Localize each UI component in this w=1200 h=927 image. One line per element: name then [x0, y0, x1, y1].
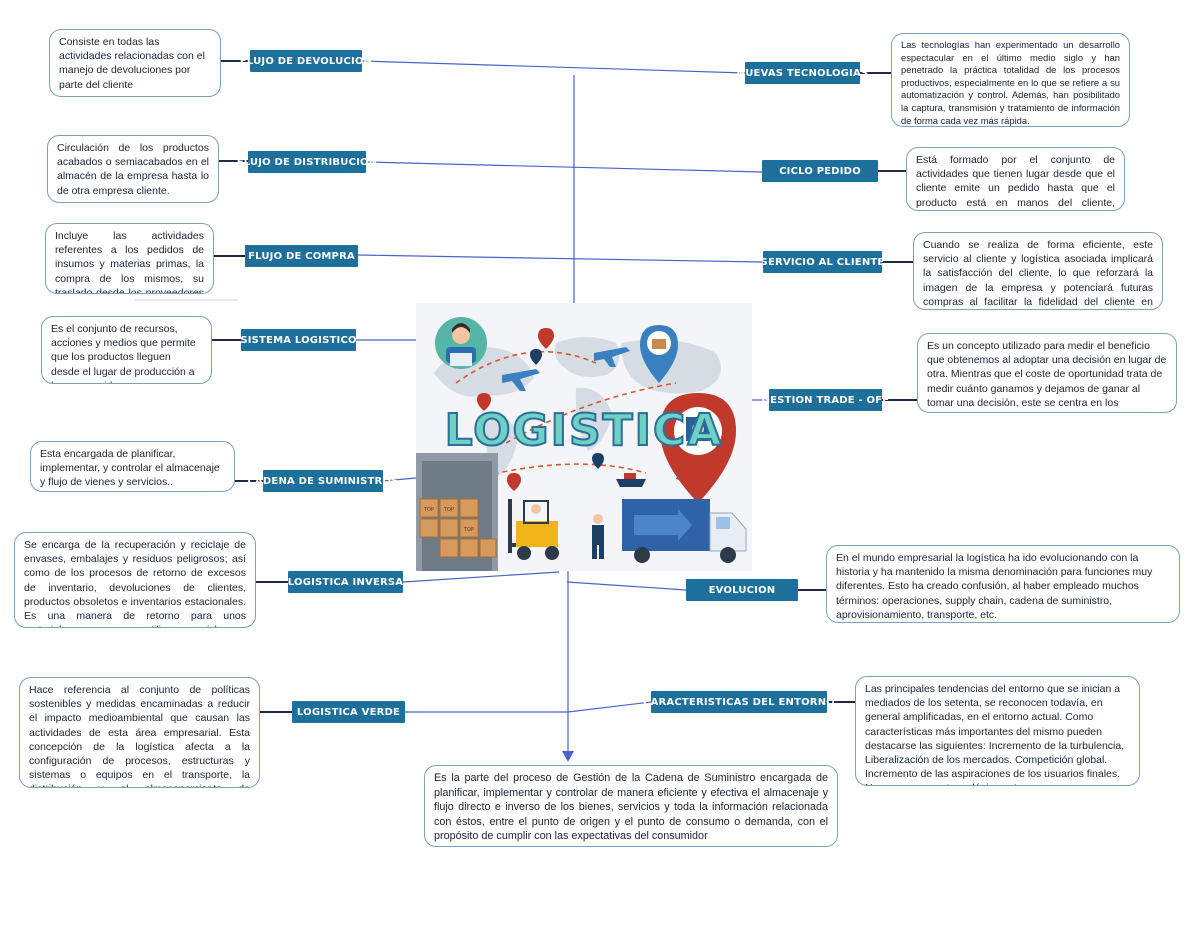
big-map-pin — [660, 393, 736, 503]
label-logistica-inversa: LOGISTICA INVERSA — [288, 571, 403, 593]
delivery-truck-graphic — [622, 499, 747, 563]
box-mark: TOP — [423, 507, 434, 513]
box-definicion-logistica: Es la parte del proceso de Gestión de la… — [424, 765, 838, 847]
box-caracteristicas-entorno: Las principales tendencias del entorno q… — [855, 676, 1140, 786]
box-flujo-devolucion: Consiste en todas las actividades relaci… — [49, 29, 221, 97]
box-sistema-logistico: Es el conjunto de recursos, acciones y m… — [41, 316, 212, 384]
label-sistema-logistico: SISTEMA LOGISTICO — [240, 329, 357, 351]
box-evolucion: En el mundo empresarial la logística ha … — [826, 545, 1180, 623]
box-logistica-inversa: Se encarga de la recuperación y reciclaj… — [14, 532, 256, 628]
logistica-hero-illustration: LOGISTICA TOP TOP TOP — [416, 303, 752, 571]
dark-pin-icons — [530, 349, 604, 469]
label-gestion-trade-off: GESTION TRADE - OFF — [762, 389, 889, 411]
delivery-pin-icon — [640, 325, 678, 383]
customer-service-icon — [435, 317, 487, 369]
box-logistica-verde: Hace referencia al conjunto de políticas… — [19, 677, 260, 788]
box-mark: TOP — [463, 527, 474, 533]
box-nuevas-tecnologias: Las tecnologías han experimentado un des… — [891, 33, 1130, 127]
box-servicio-cliente: Cuando se realiza de forma eficiente, es… — [913, 232, 1163, 310]
hero-title: LOGISTICA — [445, 405, 724, 456]
label-caracteristicas-entorno: CARACTERISTICAS DEL ENTORNO — [643, 691, 835, 713]
box-flujo-compra: Incluye las actividades referentes a los… — [45, 223, 214, 294]
label-evolucion: EVOLUCION — [686, 579, 798, 601]
label-flujo-distribucion: FLUJO DE DISTRIBUCION — [237, 151, 377, 173]
box-flujo-distribucion: Circulación de los productos acabados o … — [47, 135, 219, 203]
box-cadena-suministros: Esta encargada de planificar, implementa… — [30, 441, 235, 492]
label-flujo-devolucion: FLUJO DE DEVOLUCION — [240, 50, 372, 72]
label-logistica-verde: LOGISTICA VERDE — [292, 701, 405, 723]
box-mark: TOP — [443, 507, 454, 513]
warehouse-graphic: TOP TOP TOP — [416, 453, 498, 571]
worker-graphic — [592, 514, 604, 559]
location-pin-icons — [477, 328, 554, 491]
label-ciclo-pedido: CICLO PEDIDO — [762, 160, 878, 182]
label-flujo-compra: FLUJO DE COMPRA — [245, 245, 358, 267]
forklift-graphic — [508, 499, 559, 560]
label-nuevas-tecnologias: NUEVAS TECNOLOGIAS — [737, 62, 868, 84]
box-gestion-trade-off: Es un concepto utilizado para medir el b… — [917, 333, 1177, 413]
label-cadena-suministros: CADENA DE SUMINISTROS — [247, 470, 398, 492]
box-ciclo-pedido: Está formado por el conjunto de activida… — [906, 147, 1125, 211]
ship-icon — [616, 473, 646, 487]
label-servicio-cliente: SERVICIO AL CLIENTE — [761, 251, 884, 273]
